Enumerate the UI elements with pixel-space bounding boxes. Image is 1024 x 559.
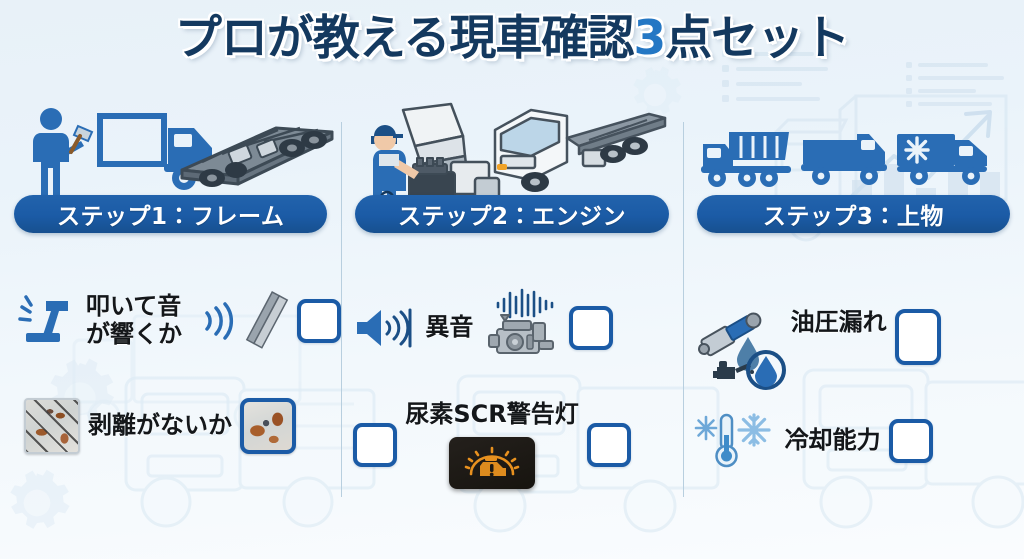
- audio-waveform-icon: [497, 288, 554, 319]
- step-column-3: ステップ3：上物: [682, 100, 1024, 559]
- page-title-accent-number: 3: [633, 11, 666, 66]
- peeling-paint-photo: [24, 398, 80, 454]
- hammer-strike-icon: [18, 295, 68, 342]
- rust-closeup-photo: [240, 398, 296, 454]
- step-2-banner: ステップ2：エンジン: [355, 195, 669, 233]
- checkbox-abnormal-noise[interactable]: [569, 306, 614, 350]
- chassis-frame-illustration: [180, 126, 334, 187]
- step-1-banner: ステップ1：フレーム: [14, 195, 328, 233]
- step-3-items: 油圧漏れ: [683, 233, 1024, 553]
- check-item-abnormal-noise-label: 異音: [425, 313, 474, 342]
- step-2-artwork: [341, 100, 682, 219]
- check-item-hydraulic-leak-label: 油圧漏れ: [790, 308, 887, 336]
- page-title: プロが教える現車確認3点セット: [0, 14, 1024, 63]
- sound-wave-icon: [205, 302, 234, 340]
- check-item-urea-scr-warning-label: 尿素SCR警告灯: [405, 400, 579, 428]
- check-item-cooling-capacity: 冷却能力: [693, 411, 933, 471]
- oil-drop-icon: [736, 337, 759, 371]
- checkbox-hydraulic-leak[interactable]: [894, 309, 941, 365]
- page-title-part1: プロが教える現車確認: [174, 11, 635, 66]
- thermometer-icon: [714, 413, 738, 468]
- urea-scr-warning-light-icon: [464, 446, 520, 476]
- hydraulic-cylinder-icon: [697, 312, 762, 357]
- step-1-items: 叩いて音が響くか: [0, 233, 342, 553]
- checkbox-urea-scr-warning-right[interactable]: [586, 422, 631, 467]
- step-2-banner-label: ステップ2：エンジン: [397, 204, 626, 230]
- step-3-banner-label: ステップ3：上物: [762, 204, 944, 230]
- step-3-banner: ステップ3：上物: [696, 195, 1010, 233]
- check-item-tap-sound-label: 叩いて音が響くか: [86, 292, 182, 348]
- engine-icon: [488, 314, 555, 354]
- check-item-peeling: 剥離がないか: [24, 398, 296, 454]
- water-drop-icon: [745, 350, 786, 390]
- inspector-hammer-person-icon: [33, 108, 94, 196]
- check-item-hydraulic-leak: 油圧漏れ: [693, 305, 941, 390]
- checkbox-cooling-capacity[interactable]: [888, 419, 933, 463]
- step-1-banner-label: ステップ1：フレーム: [57, 204, 285, 230]
- white-cab-chassis-truck-illustration: [494, 108, 667, 192]
- checkbox-tap-sound[interactable]: [297, 299, 342, 343]
- dump-truck-icon: [700, 132, 791, 187]
- step-column-1: ステップ1：フレーム 叩いて音が響くか: [0, 100, 342, 559]
- check-item-cooling-capacity-label: 冷却能力: [784, 426, 881, 455]
- check-item-peeling-label: 剥離がないか: [88, 411, 232, 440]
- snowflake-icon: [737, 413, 771, 447]
- step-column-2: ステップ2：エンジン 異音: [341, 100, 682, 559]
- speaker-sound-icon: [357, 308, 412, 348]
- step-2-items: 異音: [341, 233, 682, 553]
- checkbox-urea-scr-warning-left[interactable]: [353, 422, 398, 467]
- check-item-abnormal-noise: 異音: [353, 288, 614, 361]
- step-1-artwork: [0, 100, 341, 196]
- tipper-truck-icon: [800, 134, 887, 185]
- check-item-urea-scr-warning: 尿素SCR警告灯: [353, 400, 631, 489]
- refrigerated-truck-icon: [896, 134, 987, 185]
- steps-container: ステップ1：フレーム 叩いて音が響くか: [0, 100, 1024, 559]
- page-title-part2: 点セット: [665, 11, 850, 66]
- dashboard-warning-light-panel: [449, 436, 536, 489]
- step-3-artwork: [683, 100, 1024, 195]
- steel-beam-icon: [246, 291, 289, 349]
- check-item-tap-sound: 叩いて音が響くか: [18, 291, 342, 349]
